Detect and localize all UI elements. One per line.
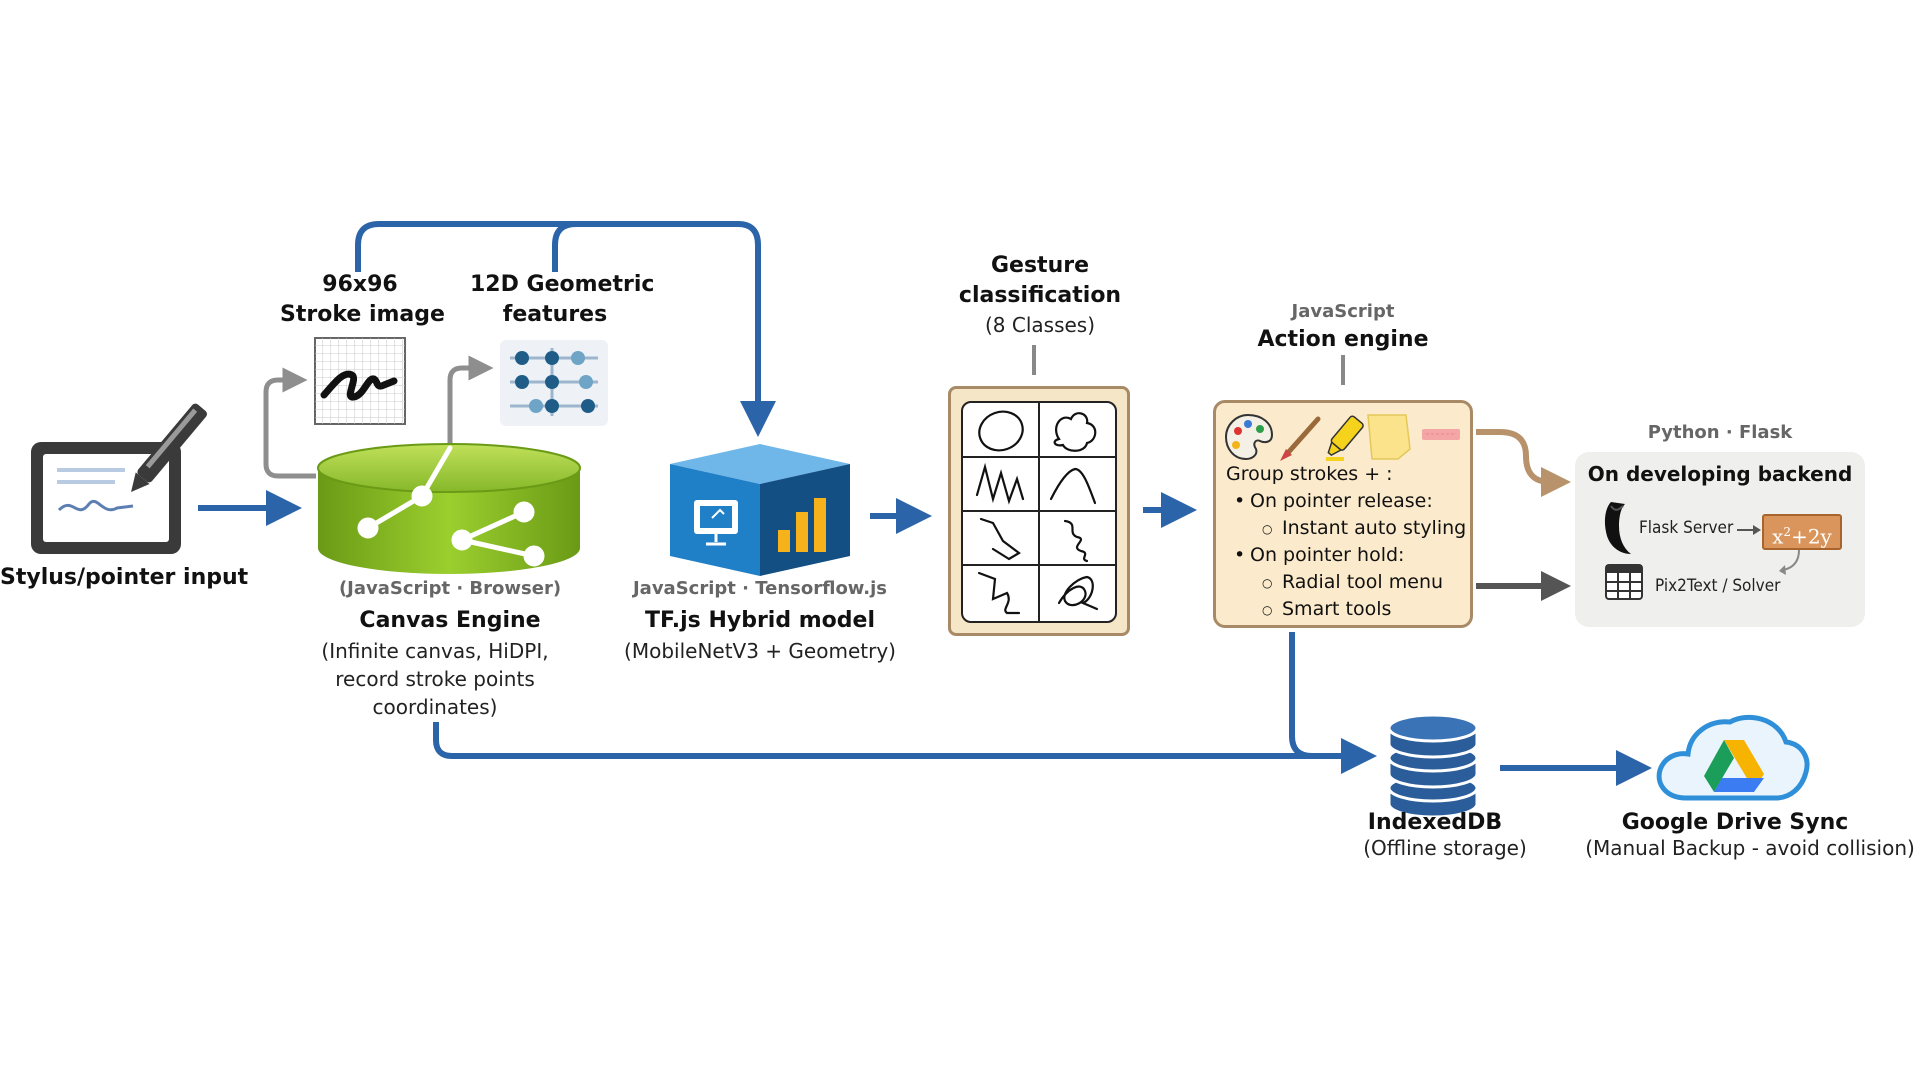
backend-card: On developing backend Flask Server x2+2y… [1575, 452, 1865, 627]
action-engine-title: Action engine [1257, 327, 1429, 352]
sticky-note-icon [1367, 414, 1411, 460]
action-bullet-release: On pointer release: [1226, 488, 1466, 515]
math-expression: x2+2y [1762, 514, 1842, 550]
arrow-canvas-to-features [447, 355, 494, 448]
action-intro: Group strokes + : [1226, 463, 1393, 485]
flask-to-solver-arrow-icon [1737, 525, 1761, 535]
stroke-image-title-2: Stroke image [280, 302, 445, 327]
stylus-input-label: Stylus/pointer input [0, 565, 249, 590]
gesture-title-1: Gesture [990, 253, 1090, 278]
canvas-engine-desc-1: (Infinite canvas, HiDPI, [321, 639, 549, 663]
palette-icon [1224, 413, 1274, 461]
tablet-pen-icon [31, 403, 208, 554]
action-engine-card: Group strokes + : On pointer release: In… [1213, 400, 1473, 628]
connector-geo-features-up [552, 221, 577, 272]
action-sub-radial: Radial tool menu [1226, 569, 1466, 597]
canvas-engine-desc-2: record stroke points [335, 667, 535, 691]
canvas-engine-title: Canvas Engine [359, 608, 541, 633]
geo-features-title-2: features [502, 302, 608, 327]
tfjs-runtime: JavaScript · Tensorflow.js [632, 578, 888, 599]
tfjs-title: TF.js Hybrid model [644, 608, 875, 633]
arrow-action-to-flask [1476, 429, 1571, 497]
arrow-canvas-to-stroke-image [263, 367, 316, 479]
canvas-engine-desc-3: coordinates) [372, 695, 498, 719]
gdrive-title: Google Drive Sync [1621, 810, 1849, 835]
canvas-cylinder-icon [317, 443, 581, 574]
action-sub-autostyle: Instant auto styling [1226, 515, 1466, 543]
gesture-title-2: classification [958, 283, 1122, 308]
arrow-action-to-indexeddb [1289, 632, 1313, 759]
features-icon [500, 340, 608, 426]
gdrive-sub: (Manual Backup - avoid collision) [1585, 836, 1915, 860]
highlighter-icon [1326, 415, 1364, 461]
gesture-sub: (8 Classes) [984, 313, 1096, 337]
eraser-icon [1422, 429, 1460, 440]
cloud-drive-icon [1656, 714, 1810, 801]
stroke-image-icon [314, 337, 406, 425]
indexeddb-title: IndexedDB [1367, 810, 1503, 835]
database-icon [1387, 713, 1479, 819]
backend-title: On developing backend [1587, 462, 1853, 486]
flask-icon [1604, 502, 1631, 554]
gesture-grid-icon [948, 386, 1130, 636]
curved-return-arrow-icon [1779, 549, 1800, 575]
pix2text-label: Pix2Text / Solver [1655, 576, 1781, 596]
canvas-engine-runtime: (JavaScript · Browser) [338, 578, 562, 599]
indexeddb-sub: (Offline storage) [1363, 836, 1527, 860]
backend-runtime: Python · Flask [1647, 422, 1793, 443]
arrow-canvas-to-indexeddb [433, 722, 1377, 774]
tfjs-desc: (MobileNetV3 + Geometry) [624, 639, 896, 663]
table-icon [1605, 564, 1643, 600]
stroke-image-title-1: 96x96 [322, 272, 398, 297]
arrow-features-to-tfjs [355, 221, 776, 437]
action-engine-runtime: JavaScript [1291, 301, 1395, 322]
geo-features-title-1: 12D Geometric [470, 272, 655, 297]
action-bullet-hold: On pointer hold: [1226, 542, 1466, 569]
action-sub-smart: Smart tools [1226, 596, 1466, 624]
tfjs-model-icon [670, 444, 850, 576]
brush-icon [1280, 416, 1321, 461]
flask-server-label: Flask Server [1639, 518, 1734, 538]
